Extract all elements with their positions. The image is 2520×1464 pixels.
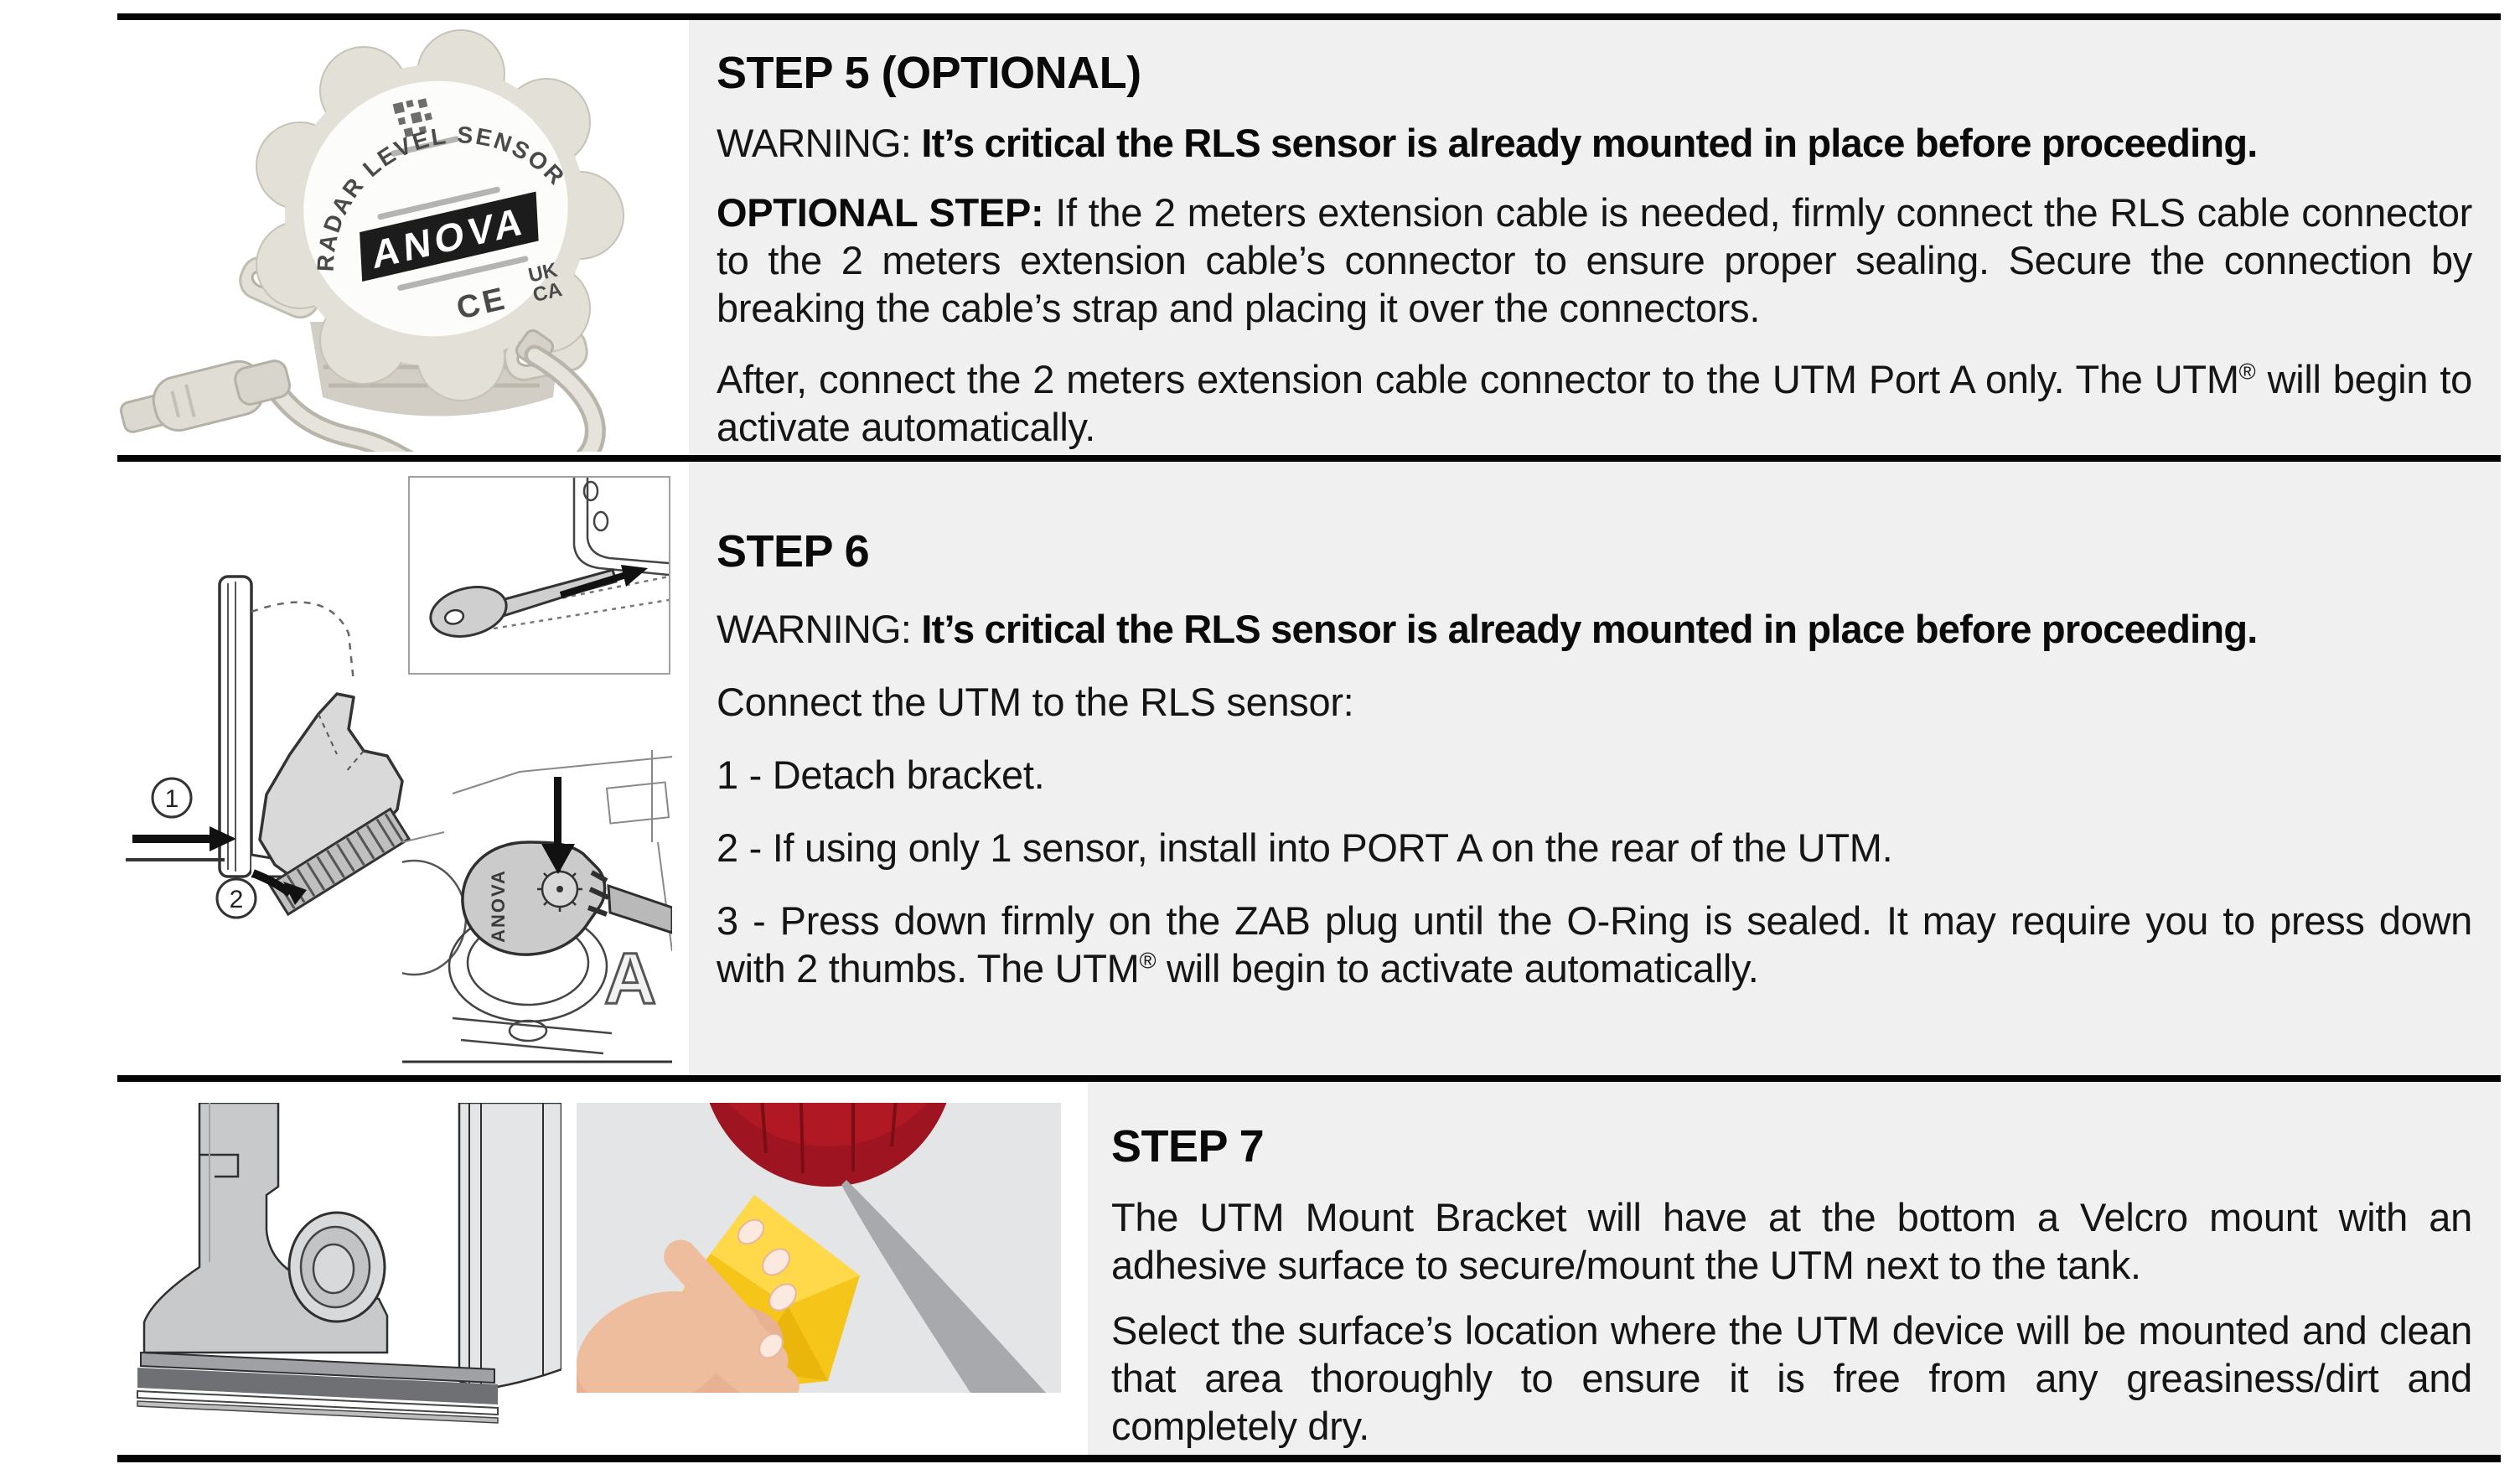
arrow-2-icon	[251, 869, 307, 905]
step7-paragraph-2: Select the surface’s location where the …	[1111, 1308, 2472, 1448]
micro-text-line	[377, 186, 500, 220]
item-text: 2 - If using only 1 sensor, install into…	[717, 825, 1893, 870]
step6-panel: STEP 6 WARNING: It’s critical the RLS se…	[689, 462, 2501, 1075]
step6-figure-port: A ANOVA	[360, 742, 674, 1064]
step5-figure: RADAR LEVEL SENSOR ANOVA CE UK CA	[75, 20, 679, 501]
press-down-arrow-icon	[541, 777, 575, 874]
svg-text:2: 2	[230, 886, 244, 913]
step7-figure-bracket	[126, 1101, 563, 1425]
hand-cleaning-photo	[571, 912, 1061, 1423]
step6-title: STEP 6	[717, 526, 870, 577]
fingernails	[737, 1218, 797, 1359]
step6-item-1: 1 - Detach bracket.	[717, 751, 2472, 799]
utm-side-panel	[218, 575, 355, 878]
key-release-diagram	[429, 478, 670, 638]
optional-step-text: If the 2 meters extension cable is neede…	[717, 190, 2473, 330]
micro-text-line	[397, 256, 529, 291]
step5-warning: WARNING: It’s critical the RLS sensor is…	[717, 120, 2472, 167]
device-corner-lines	[493, 478, 670, 630]
step7-title: STEP 7	[1111, 1121, 1265, 1172]
release-key-tool	[429, 568, 618, 638]
bracket-bottom-velcro-drawing	[137, 1101, 563, 1424]
cable-connector	[119, 360, 292, 433]
item-text-after: will begin to activate automatically.	[1156, 946, 1759, 991]
port-a-plug-diagram: A ANOVA	[360, 750, 674, 1063]
step5-optional-paragraph: OPTIONAL STEP: If the 2 meters extension…	[717, 189, 2472, 332]
warning-text: It’s critical the RLS sensor is already …	[921, 607, 2258, 651]
velcro-base-strip	[137, 1351, 499, 1424]
sensor-label: RADAR LEVEL SENSOR ANOVA CE UK CA	[287, 80, 581, 337]
step6-inset-key	[408, 476, 670, 675]
callout-2-badge: 2	[215, 877, 257, 919]
insert-arrow-icon	[559, 565, 648, 598]
step5-after-paragraph: After, connect the 2 meters extension ca…	[717, 355, 2472, 451]
registered-mark: ®	[2238, 358, 2256, 385]
warning-prefix: WARNING:	[717, 121, 922, 165]
utm-body-slab	[458, 1101, 563, 1391]
rls-sensor-illustration: RADAR LEVEL SENSOR ANOVA CE UK CA	[119, 29, 624, 501]
svg-text:1: 1	[165, 785, 179, 813]
step6-item-3: 3 - Press down firmly on the ZAB plug un…	[717, 897, 2472, 992]
mount-bracket	[258, 692, 411, 917]
horizontal-rule-bottom	[117, 1455, 2501, 1462]
callout-1-badge: 1	[151, 777, 193, 819]
plug-cable	[607, 883, 674, 935]
warning-text: It’s critical the RLS sensor is already …	[921, 121, 2258, 165]
after-text-2: will begin to activate automatically.	[717, 357, 2472, 449]
step7-paragraph-1: The UTM Mount Bracket will have at the b…	[1111, 1195, 2472, 1287]
plug-ribs	[587, 870, 610, 917]
registered-mark: ®	[1139, 947, 1157, 974]
optional-step-lead: OPTIONAL STEP:	[717, 190, 1056, 235]
item-text: 3 - Press down firmly on the ZAB plug un…	[717, 898, 2472, 991]
item-text: 1 - Detach bracket.	[717, 753, 1045, 797]
step6-intro: Connect the UTM to the RLS sensor:	[717, 680, 1354, 724]
horizontal-rule-divider-1	[117, 455, 2501, 462]
after-text: After, connect the 2 meters extension ca…	[717, 357, 2239, 401]
step6-warning: WARNING: It’s critical the RLS sensor is…	[717, 606, 2472, 653]
utm-rear-structure-lines	[401, 750, 673, 952]
step7-panel: STEP 7 The UTM Mount Bracket will have a…	[1088, 1082, 2501, 1455]
step6-figure-bracket: 1 2	[126, 503, 411, 939]
round-knob	[287, 1211, 386, 1323]
shadow-streak	[841, 1180, 1046, 1393]
arrow-1-icon	[126, 826, 236, 861]
port-a-letter: A	[604, 939, 656, 1019]
plug-brand-text: ANOVA	[488, 869, 509, 943]
step5-title: STEP 5 (OPTIONAL)	[717, 48, 1141, 98]
bracket-detach-diagram: 1 2	[126, 575, 411, 919]
step5-panel: STEP 5 (OPTIONAL) WARNING: It’s critical…	[689, 20, 2501, 455]
step7-figure-photo	[571, 912, 1061, 1423]
horizontal-rule-divider-2	[117, 1075, 2501, 1082]
warning-prefix: WARNING:	[717, 607, 922, 651]
hand	[571, 1218, 799, 1423]
micro-text-line	[390, 136, 459, 157]
step6-item-2: 2 - If using only 1 sensor, install into…	[717, 824, 2472, 872]
qr-code-icon	[392, 98, 432, 137]
plug-dial	[537, 867, 582, 912]
adjacent-port-circle	[360, 859, 468, 976]
horizontal-rule-top	[117, 13, 2501, 20]
zab-plug: ANOVA	[461, 841, 674, 956]
